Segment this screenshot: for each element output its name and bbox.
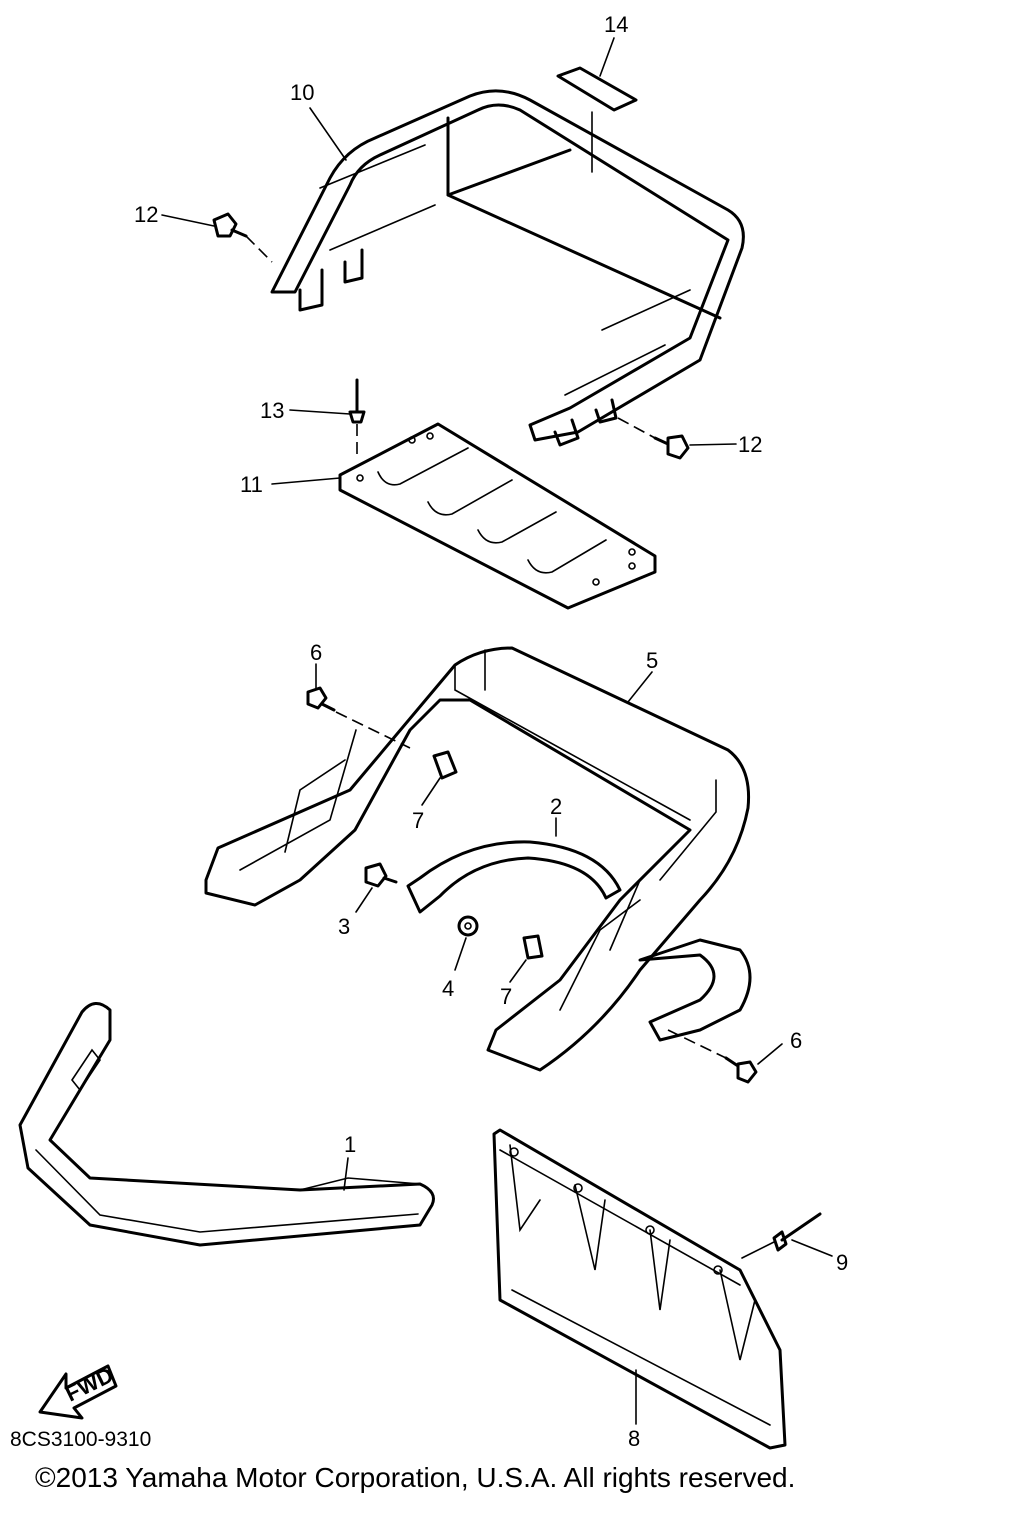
part-1-bumper <box>18 1002 435 1247</box>
part-12-bolt-left <box>212 212 273 263</box>
part-6-screw-bottom <box>667 1029 758 1084</box>
fwd-arrow-icon: FWD <box>38 1362 118 1420</box>
part-7-clip-top <box>421 750 458 806</box>
copyright-notice: ©2013 Yamaha Motor Corporation, U.S.A. A… <box>35 1462 796 1493</box>
callout-6-top: 6 <box>310 640 322 665</box>
callout-numbers: 14 10 12 13 12 11 6 5 7 2 3 4 7 6 1 9 8 <box>134 12 848 1451</box>
callout-6-bottom: 6 <box>790 1028 802 1053</box>
callout-12-left: 12 <box>134 202 158 227</box>
part-12-bolt-right <box>617 417 690 460</box>
callout-7-top: 7 <box>412 808 424 833</box>
part-14-label <box>556 66 638 173</box>
drawing-code: 8CS3100-9310 <box>10 1428 152 1451</box>
part-8-mud-flap <box>492 1128 787 1450</box>
part-4-nut <box>454 915 479 971</box>
callout-12-right: 12 <box>738 432 762 457</box>
part-9-rivet <box>741 1212 822 1259</box>
callout-3: 3 <box>338 914 350 939</box>
part-7-clip-bottom <box>509 934 544 983</box>
leader-lines <box>161 37 833 1425</box>
callout-5: 5 <box>646 648 658 673</box>
callout-2: 2 <box>550 794 562 819</box>
callout-1: 1 <box>344 1132 356 1157</box>
callout-10: 10 <box>290 80 314 105</box>
part-2-bracket <box>406 817 622 914</box>
callout-7-bottom: 7 <box>500 984 512 1009</box>
callout-13: 13 <box>260 398 284 423</box>
part-5-rear-fender <box>204 646 752 1072</box>
callout-4: 4 <box>442 976 454 1001</box>
part-10-rack <box>270 89 745 447</box>
callout-9: 9 <box>836 1250 848 1275</box>
callout-8: 8 <box>628 1426 640 1451</box>
callout-14: 14 <box>604 12 628 37</box>
callout-11: 11 <box>240 472 263 497</box>
part-6-screw-top <box>306 686 411 749</box>
part-13-rivet <box>348 378 366 460</box>
part-3-bolt <box>355 862 398 913</box>
part-11-plate <box>338 422 657 610</box>
